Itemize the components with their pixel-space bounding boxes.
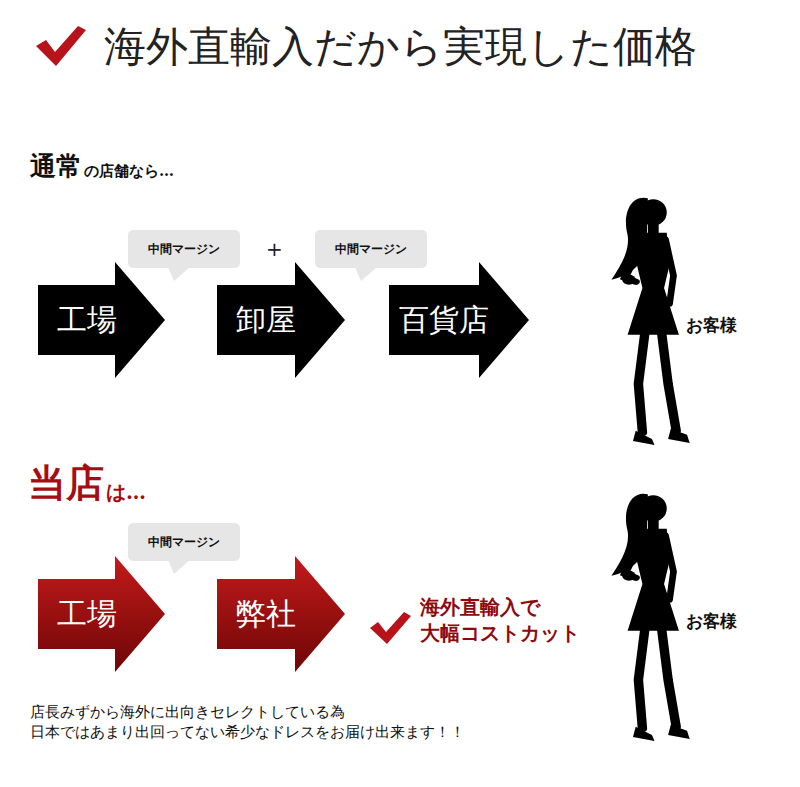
plus-sign: + [266,236,283,262]
flow-arrow: 弊社 [217,556,345,672]
flow-arrow: 百貨店 [389,262,529,378]
arrow-label: 百貨店 [399,300,489,341]
arrow-body [217,556,345,672]
customer-label: お客様 [686,314,737,336]
arrow-body [217,262,345,378]
arrow-label: 卸屋 [236,300,296,341]
bubble-tail [168,267,190,281]
bubble-body [315,230,427,268]
bubble-text: 中間マージン [335,241,407,258]
bubble-text: 中間マージン [148,534,220,551]
bubble-tail [168,560,190,574]
customer-silhouette [611,494,689,741]
arrow-body [38,556,165,672]
bubble-tail [355,267,377,281]
bubble-shape [315,230,427,282]
flow-arrow: 工場 [38,262,165,378]
section-heading: は… [106,479,146,505]
margin-bubble: 中間マージン [315,230,427,268]
margin-bubble: 中間マージン [128,230,240,268]
arrow-body [389,262,529,378]
bubble-body [128,230,240,268]
check-mark [370,612,411,644]
section-heading: の店舗なら… [84,162,174,182]
bubble-shape [128,523,240,575]
arrow-body [38,262,165,378]
check-mark [36,26,86,66]
flow-arrow: 工場 [38,556,165,672]
section-heading: 通常 [30,150,82,184]
customer-label: お客様 [686,610,737,632]
margin-bubble: 中間マージン [128,523,240,561]
page-title: 海外直輸入だから実現した価格 [104,22,697,72]
footer-note: 店長みずから海外に出向きセレクトしている為 日本ではあまり出回ってない希少なドレ… [30,703,590,742]
flow-arrow: 卸屋 [217,262,345,378]
cost-cut-note: 海外直輸入で 大幅コストカット [420,594,600,646]
bubble-shape [128,230,240,282]
arrow-label: 工場 [57,594,117,635]
arrow-label: 工場 [57,300,117,341]
bubble-body [128,523,240,561]
arrow-label: 弊社 [236,594,296,635]
customer-silhouette [611,198,689,445]
bubble-text: 中間マージン [148,241,220,258]
section-heading: 当店 [28,458,104,507]
